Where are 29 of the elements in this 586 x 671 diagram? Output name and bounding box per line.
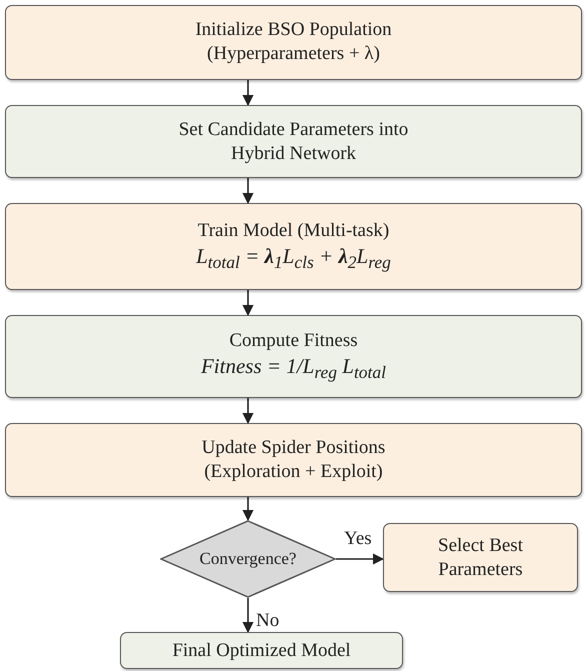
process-box	[120, 632, 403, 669]
node-title: Set Candidate Parameters into Hybrid Network	[178, 118, 410, 166]
arrow	[242, 80, 254, 106]
process-box	[383, 523, 578, 592]
arrow	[242, 398, 254, 424]
arrow	[242, 598, 254, 634]
process-box	[5, 5, 582, 80]
edge-label: Yes	[344, 528, 372, 550]
process-box	[5, 315, 582, 398]
arrow	[242, 178, 254, 204]
arrow	[242, 290, 254, 316]
node-title: Final Optimized Model	[172, 638, 351, 662]
node-detail: (Exploration + Exploit)	[204, 460, 383, 484]
decision-diamond	[160, 520, 336, 598]
process-box	[5, 203, 582, 290]
process-box	[5, 105, 582, 178]
node-title: Select Best Parameters	[437, 534, 524, 582]
arrow	[242, 497, 254, 522]
node-detail: (Hyperparameters + λ)	[207, 42, 380, 66]
edge-label: No	[256, 610, 280, 632]
node-title: Update Spider Positions	[202, 436, 386, 460]
node-title: Initialize BSO Population	[195, 18, 392, 42]
node-title: Compute Fitness	[229, 329, 358, 353]
node-title: Train Model (Multi-task)	[198, 219, 390, 243]
arrow	[336, 553, 384, 565]
node-detail: L$_{total}$ = λ$_{1}$L$_{cls}$ + λ$_{2}$L$_{reg}$	[196, 242, 391, 274]
process-box	[5, 423, 582, 497]
node-detail: Fitness = 1/L$_{reg}$ L$_{total}$	[200, 352, 386, 384]
node-title: Convergence?	[200, 548, 296, 570]
